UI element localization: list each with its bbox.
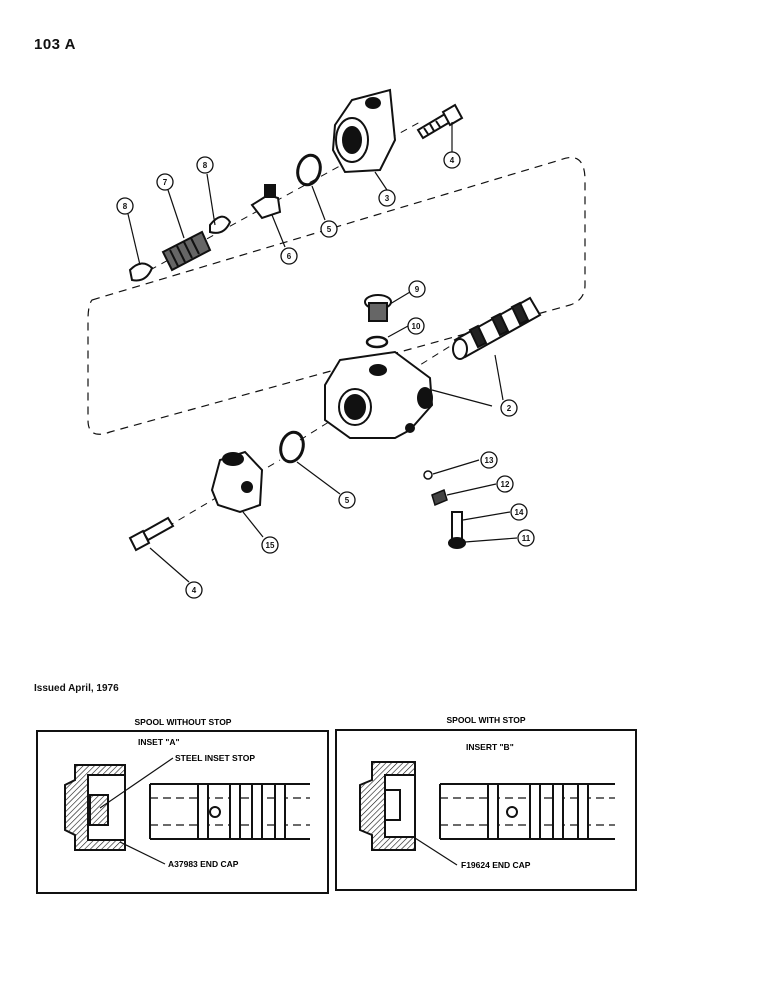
- svg-text:9: 9: [415, 285, 420, 294]
- inset-b-leader: [414, 837, 458, 866]
- retainer-left: [128, 262, 154, 282]
- valve-body-part: [324, 350, 434, 439]
- callout-12: 12: [496, 475, 514, 493]
- svg-text:4: 4: [450, 156, 455, 165]
- svg-text:7: 7: [163, 178, 168, 187]
- page-number: 103 A: [34, 36, 76, 53]
- callout-13: 13: [480, 451, 498, 469]
- svg-text:12: 12: [501, 480, 510, 489]
- callout-11: 11: [517, 529, 535, 547]
- issued-date: Issued April, 1976: [34, 683, 119, 694]
- svg-text:15: 15: [266, 541, 275, 550]
- callout-9: 9: [408, 280, 426, 298]
- end-cap-part: [331, 88, 397, 174]
- plug-part: [364, 294, 392, 322]
- adapter-part: [210, 450, 264, 514]
- inset-a-title: INSET "A": [138, 737, 180, 747]
- callout-7: 7: [156, 173, 174, 191]
- callout-5-upper: 5: [320, 220, 338, 238]
- callout-4-upper: 4: [443, 151, 461, 169]
- inset-a-leaders: [99, 757, 174, 865]
- callout-15: 15: [261, 536, 279, 554]
- svg-text:10: 10: [412, 322, 421, 331]
- svg-text:6: 6: [287, 252, 292, 261]
- assembly-dashed-outline: [87, 156, 586, 435]
- svg-text:5: 5: [345, 496, 350, 505]
- spool-part: [452, 296, 542, 360]
- inset-a-caption: SPOOL WITHOUT STOP: [135, 717, 232, 727]
- retainer-right: [209, 215, 232, 234]
- inset-a-stop-label: STEEL INSET STOP: [175, 753, 255, 763]
- callout-6: 6: [280, 247, 298, 265]
- svg-text:5: 5: [327, 225, 332, 234]
- inset-b-cap-label: F19624 END CAP: [461, 860, 531, 870]
- poppet-part: [250, 184, 282, 220]
- cap-screw-upper: [416, 103, 464, 140]
- callout-8-left: 8: [116, 197, 134, 215]
- inset-b-end-cap: [359, 761, 416, 851]
- o-ring-small: [365, 335, 389, 349]
- callout-4-lower: 4: [185, 581, 203, 599]
- inset-a-cap-label: A37983 END CAP: [168, 859, 239, 869]
- svg-text:8: 8: [123, 202, 128, 211]
- o-ring-lower: [279, 430, 305, 464]
- inset-b-title: INSERT "B": [466, 742, 514, 752]
- svg-text:3: 3: [385, 194, 390, 203]
- callout-3: 3: [378, 189, 396, 207]
- callout-8-right: 8: [196, 156, 214, 174]
- cap-screw-lower: [128, 516, 175, 552]
- spring-part: [161, 230, 212, 272]
- callout-2: 2: [500, 399, 518, 417]
- inset-a-end-cap: [64, 764, 126, 851]
- svg-text:2: 2: [507, 404, 512, 413]
- check-seat: [448, 511, 466, 549]
- inset-b-caption: SPOOL WITH STOP: [446, 715, 525, 725]
- svg-text:14: 14: [515, 508, 524, 517]
- inset-a-frame: [36, 730, 329, 894]
- svg-text:8: 8: [203, 161, 208, 170]
- callout-10: 10: [407, 317, 425, 335]
- callout-5-lower: 5: [338, 491, 356, 509]
- check-ball: [423, 470, 433, 480]
- o-ring-upper: [296, 153, 322, 187]
- svg-text:11: 11: [522, 534, 531, 543]
- inset-b-frame: [335, 729, 637, 891]
- inset-b-spool: [439, 783, 615, 840]
- svg-text:13: 13: [485, 456, 494, 465]
- check-spring: [431, 488, 448, 507]
- svg-text:4: 4: [192, 586, 197, 595]
- leader-lines: [127, 122, 518, 583]
- inset-a-spool: [149, 783, 310, 840]
- callout-14: 14: [510, 503, 528, 521]
